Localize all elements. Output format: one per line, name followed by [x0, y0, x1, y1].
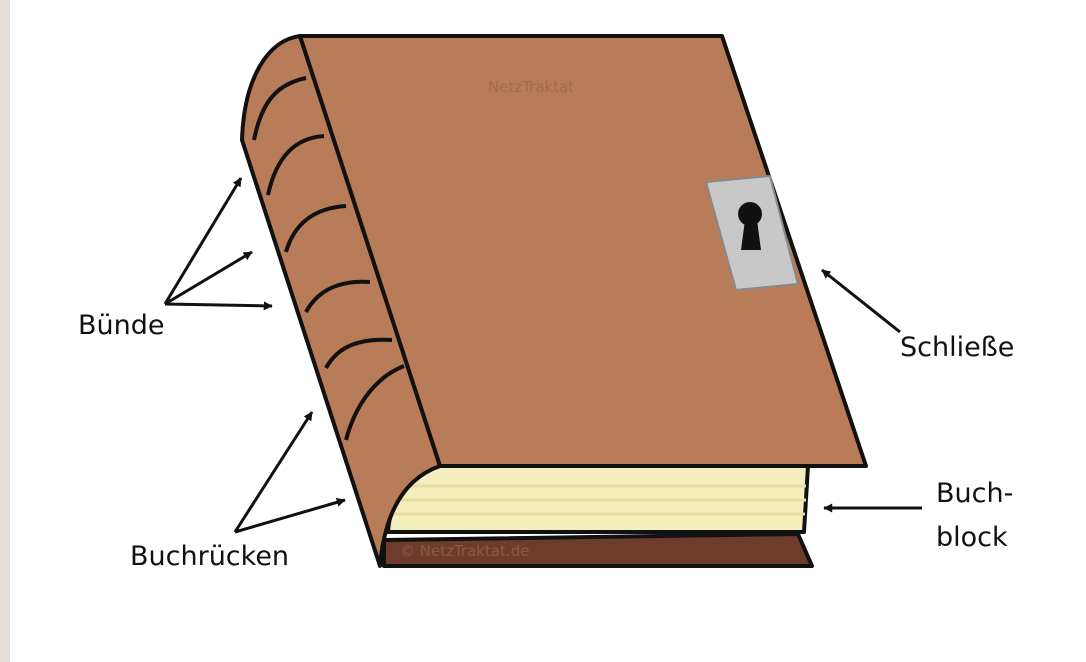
label-buchblock-line2: block: [936, 522, 1008, 553]
arrow-icon: [165, 178, 241, 304]
arrow-icon: [165, 252, 252, 304]
cover-watermark: NetzTraktat: [488, 78, 574, 96]
watermark: © NetzTraktat.de: [400, 542, 529, 560]
label-schliesse: Schließe: [900, 332, 1014, 363]
label-buende: Bünde: [78, 310, 165, 341]
book-diagram: NetzTraktat © NetzTraktat.de Bünde Buchr…: [10, 0, 1086, 662]
label-buchruecken: Buchrücken: [130, 541, 289, 572]
arrow-icon: [822, 270, 900, 332]
label-buchblock-line1: Buch-: [936, 478, 1013, 509]
arrow-icon: [165, 304, 272, 306]
diagram-canvas: NetzTraktat © NetzTraktat.de Bünde Buchr…: [10, 0, 1086, 662]
